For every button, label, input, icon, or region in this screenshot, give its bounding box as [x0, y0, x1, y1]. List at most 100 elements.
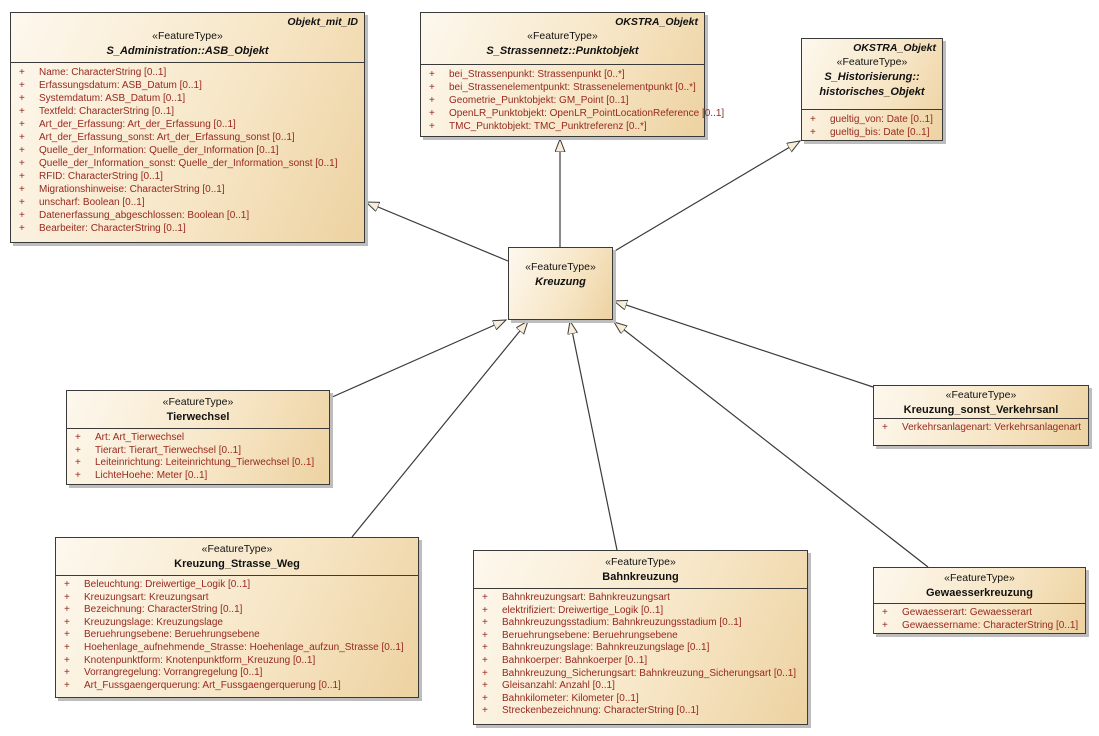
attribute-text: Tierart: Tierart_Tierwechsel [0..1]: [95, 444, 241, 456]
visibility-public: +: [482, 642, 488, 654]
class-tag: Objekt_mit_ID: [287, 16, 358, 28]
visibility-public: +: [882, 422, 888, 433]
visibility-public: +: [19, 223, 25, 234]
visibility-public: +: [64, 579, 70, 590]
class-stereotype: «FeatureType»: [152, 30, 223, 42]
visibility-public: +: [882, 619, 888, 631]
attribute-text: Bahnkreuzungslage: Bahnkreuzungslage [0.…: [502, 642, 710, 654]
attribute-row: +Gewaessername: CharacterString [0..1]: [874, 620, 1085, 633]
attribute-text: Hoehenlage_aufnehmende_Strasse: Hoehenla…: [84, 641, 404, 653]
visibility-public: +: [429, 95, 435, 106]
attribute-text: Bezeichnung: CharacterString [0..1]: [84, 604, 243, 616]
attribute-row: + Bahnkreuzungsstadium: Bahnkreuzungsstad…: [474, 617, 807, 630]
attribute-row: +Erfassungsdatum: ASB_Datum [0..1]: [11, 79, 364, 92]
class-box-sonst[interactable]: «FeatureType»Kreuzung_sonst_Verkehrsanl+…: [873, 385, 1089, 446]
attribute-compartment: +bei_Strassenpunkt: Strassenpunkt [0..*]…: [421, 65, 724, 133]
visibility-public: +: [19, 184, 25, 195]
class-name: Gewaesserkreuzung: [926, 587, 1033, 599]
visibility-public: +: [429, 108, 435, 119]
attribute-text: bei_Strassenelementpunkt: Strassenelemen…: [449, 82, 696, 93]
class-box-ksw[interactable]: «FeatureType»Kreuzung_Strasse_Weg+Beleuc…: [55, 537, 419, 698]
attribute-text: Beruehrungsebene: Beruehrungsebene: [502, 629, 678, 641]
attribute-text: Name: CharacterString [0..1]: [39, 67, 167, 78]
visibility-public: +: [482, 692, 488, 704]
class-name: historisches_Objekt: [819, 86, 925, 98]
attribute-text: Quelle_der_Information_sonst: Quelle_der…: [39, 158, 338, 169]
visibility-public: +: [19, 158, 25, 169]
visibility-public: +: [19, 145, 25, 156]
attribute-text: Systemdatum: ASB_Datum [0..1]: [39, 93, 186, 104]
attribute-row: +Kreuzungslage: Kreuzungslage: [56, 617, 418, 630]
class-box-bahn[interactable]: «FeatureType»Bahnkreuzung+Bahnkreuzungsa…: [473, 550, 808, 725]
class-box-punkt[interactable]: OKSTRA_Objekt«FeatureType»S_Strassennetz…: [420, 12, 724, 137]
generalization-bahnkreuzung-to-kreuzung[interactable]: [570, 321, 618, 551]
visibility-public: +: [810, 114, 816, 125]
attribute-row: +OpenLR_Punktobjekt: OpenLR_PointLocatio…: [421, 107, 724, 120]
attribute-text: Art_der_Erfassung_sonst: Art_der_Erfassu…: [39, 132, 295, 143]
attribute-row: +Migrationshinweise: CharacterString [0.…: [11, 183, 364, 196]
attribute-compartment: +Verkehrsanlagenart: Verkehrsanlagenart: [874, 419, 1088, 435]
attribute-row: +RFID: CharacterString [0..1]: [11, 170, 364, 183]
class-name: S_Administration::ASB_Objekt: [106, 45, 269, 57]
visibility-public: +: [19, 67, 25, 78]
class-stereotype: «FeatureType»: [605, 556, 676, 568]
visibility-public: +: [482, 705, 488, 717]
attribute-row: +Art_der_Erfassung: Art_der_Erfassung [0…: [11, 118, 364, 131]
attribute-row: +Bahnkreuzung_Sicherungsart: Bahnkreuzun…: [474, 668, 807, 681]
visibility-public: +: [810, 127, 816, 138]
attribute-text: Geometrie_Punktobjekt: GM_Point [0..1]: [449, 95, 629, 106]
class-name: Kreuzung: [535, 276, 586, 288]
visibility-public: +: [19, 106, 25, 117]
attribute-row: + Art_Fussgaengerquerung: Art_Fussgaenger…: [56, 680, 418, 693]
attribute-row: + Hoehenlage_aufnehmende_Strasse: Hoehenl…: [56, 642, 418, 655]
attribute-text: Bearbeiter: CharacterString [0..1]: [39, 223, 186, 234]
generalization-kreuzung-to-asb-objekt[interactable]: [366, 201, 509, 262]
generalization-kreuzung-strasse-weg-to-kreuzung[interactable]: [351, 321, 528, 538]
generalization-kreuzung-to-historisches-objekt[interactable]: [612, 141, 800, 253]
attribute-text: Art_Fussgaengerquerung: Art_Fussgaengerq…: [84, 679, 341, 691]
class-stereotype: «FeatureType»: [527, 30, 598, 42]
visibility-public: +: [64, 629, 70, 641]
class-box-asb[interactable]: Objekt_mit_ID «FeatureType» S_Administrati…: [10, 12, 365, 243]
attribute-row: +unscharf: Boolean [0..1]: [11, 196, 364, 209]
attribute-row: +Tierart: Tierart_Tierwechsel [0..1]: [67, 445, 329, 458]
visibility-public: +: [482, 617, 488, 629]
attribute-row: +Datenerfassung_abgeschlossen: Boolean […: [11, 209, 364, 222]
attribute-text: Art: Art_Tierwechsel: [95, 432, 185, 443]
attribute-row: +Quelle_der_Information: Quelle_der_Info…: [11, 144, 364, 157]
attribute-text: Beleuchtung: Dreiwertige_Logik [0..1]: [84, 579, 251, 590]
visibility-public: +: [482, 592, 488, 603]
attribute-row: +Bahnkreuzungsart: Bahnkreuzungsart: [474, 592, 807, 605]
attribute-text: Streckenbezeichnung: CharacterString [0.…: [502, 705, 699, 717]
attribute-compartment: + Beleuchtung: Dreiwertige_Logik [0..1] +K…: [56, 576, 418, 692]
generalization-tierwechsel-to-kreuzung[interactable]: [329, 320, 506, 399]
visibility-public: +: [64, 679, 70, 691]
visibility-public: +: [64, 641, 70, 653]
attribute-text: Bahnkreuzungsstadium: Bahnkreuzungsstadi…: [502, 617, 742, 629]
visibility-public: +: [482, 667, 488, 679]
attribute-text: Erfassungsdatum: ASB_Datum [0..1]: [39, 80, 202, 91]
class-header: Objekt_mit_ID «FeatureType» S_Administrati…: [11, 13, 364, 63]
class-header: «FeatureType»Gewaesserkreuzung: [874, 568, 1085, 604]
class-box-hist[interactable]: OKSTRA_Objekt«FeatureType»S_Historisieru…: [801, 38, 943, 141]
attribute-row: +Gleisanzahl: Anzahl [0..1]: [474, 680, 807, 693]
visibility-public: +: [882, 607, 888, 618]
attribute-row: + Bearbeiter: CharacterString [0..1]: [11, 222, 364, 235]
attribute-row: + Name: CharacterString [0..1]: [11, 66, 364, 79]
attribute-row: + Beleuchtung: Dreiwertige_Logik [0..1]: [56, 579, 418, 592]
class-box-kreuzung[interactable]: «FeatureType»Kreuzung: [508, 247, 613, 320]
attribute-text: LichteHoehe: Meter [0..1]: [95, 469, 208, 481]
attribute-text: gueltig_von: Date [0..1]: [830, 114, 933, 125]
attribute-row: +Bahnkoerper: Bahnkoerper [0..1]: [474, 655, 807, 668]
generalization-gewaesserkreuzung-to-kreuzung[interactable]: [614, 322, 929, 568]
attribute-text: elektrifiziert: Dreiwertige_Logik [0..1]: [502, 604, 664, 616]
generalization-kreuzung-sonst-verkehrsanl-to-kreuzung[interactable]: [614, 301, 874, 388]
attribute-row: +Bahnkilometer: Kilometer [0..1]: [474, 693, 807, 706]
attribute-row: +Leiteinrichtung: Leiteinrichtung_Tierwe…: [67, 457, 329, 470]
attribute-row: +Knotenpunktform: Knotenpunktform_Kreuzu…: [56, 655, 418, 668]
class-header: «FeatureType»Kreuzung: [509, 248, 612, 290]
attribute-row: + Bahnkreuzungslage: Bahnkreuzungslage [0…: [474, 642, 807, 655]
attribute-text: Textfeld: CharacterString [0..1]: [39, 106, 175, 117]
class-box-gew[interactable]: «FeatureType»Gewaesserkreuzung+Gewaesser…: [873, 567, 1086, 634]
class-box-tier[interactable]: «FeatureType»Tierwechsel+Art: Art_Tierwe…: [66, 390, 330, 485]
